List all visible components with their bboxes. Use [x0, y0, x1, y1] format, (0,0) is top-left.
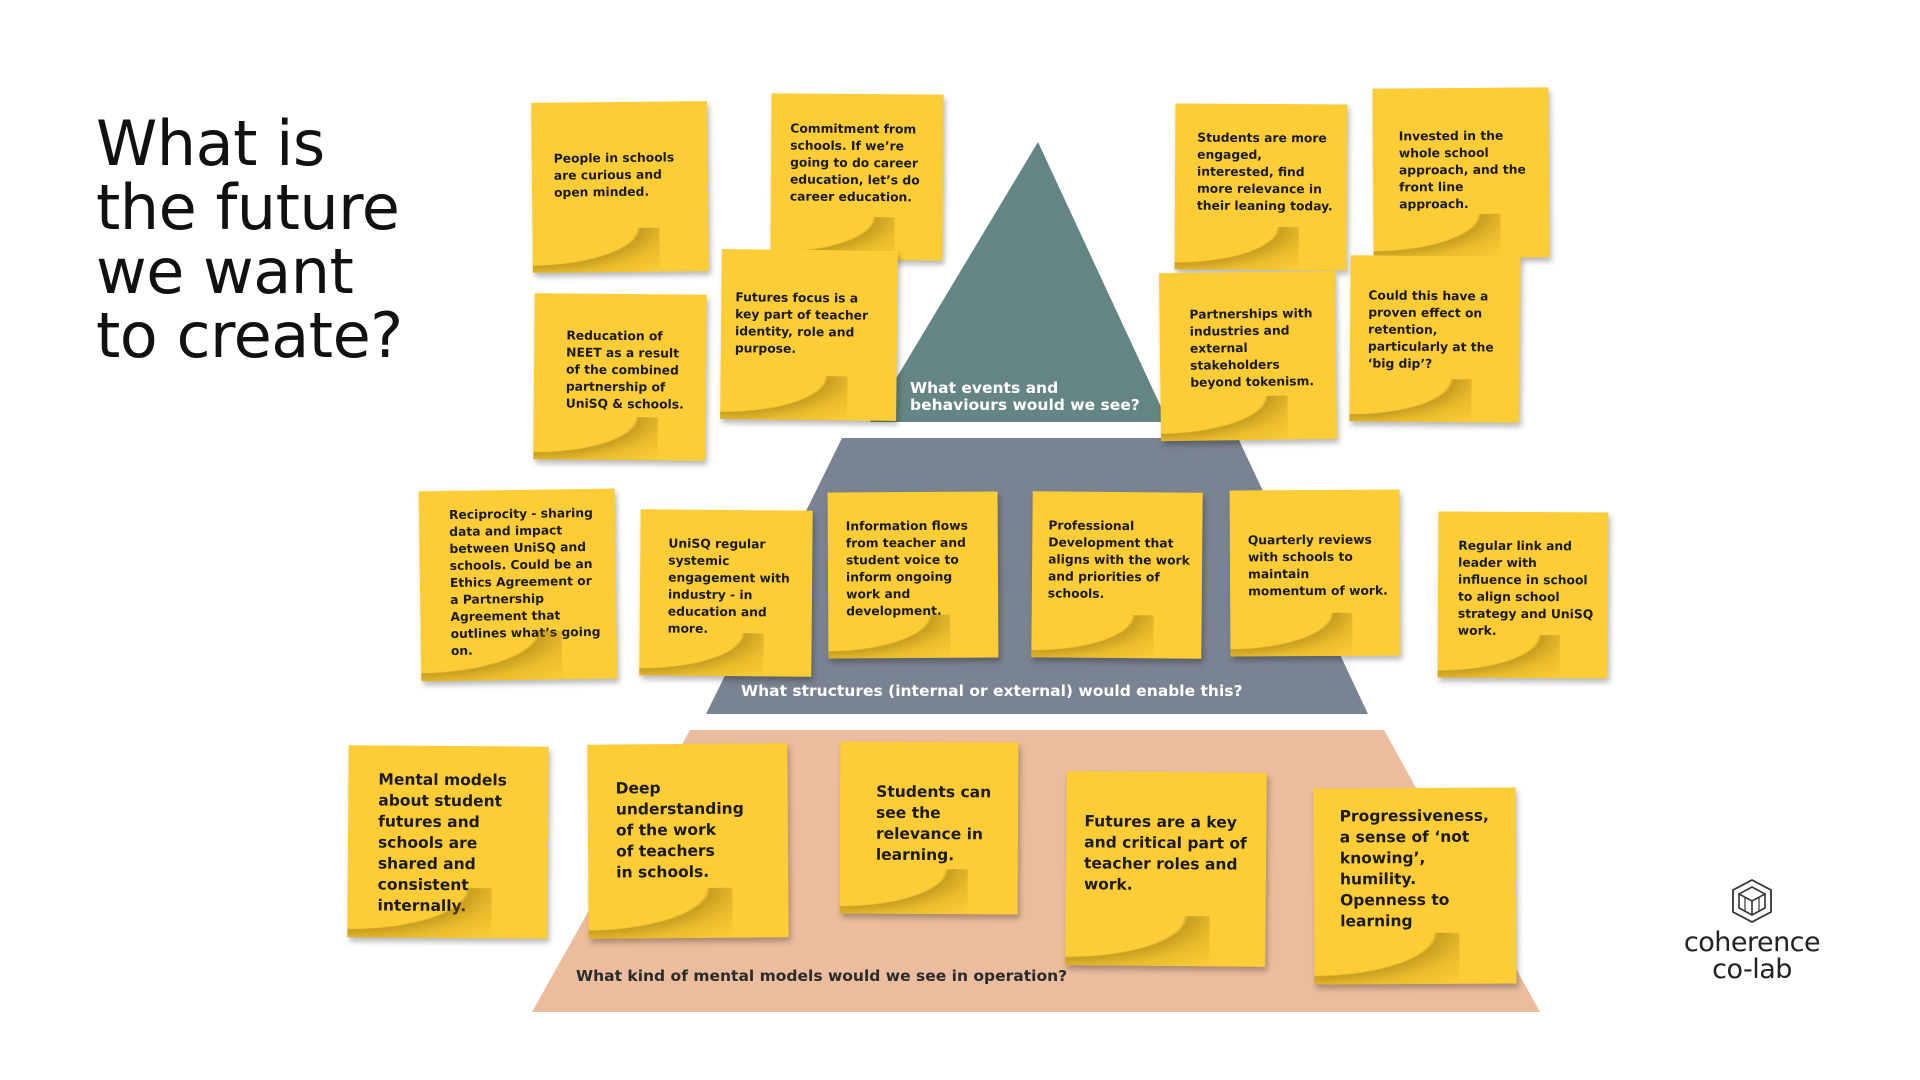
- sticky-note: UniSQ regular systemic engagement with i…: [639, 509, 813, 677]
- cube-icon: [1732, 878, 1772, 924]
- page-title: What is the future we want to create?: [96, 107, 403, 372]
- sticky-note: Progressiveness, a sense of ‘not knowing…: [1313, 787, 1517, 985]
- sticky-note: Futures focus is a key part of teacher i…: [720, 249, 898, 421]
- sticky-note: Information flows from teacher and stude…: [827, 491, 999, 659]
- sticky-note: Deep understanding of the work of teache…: [587, 743, 789, 939]
- sticky-note: Commitment from schools. If we’re going …: [770, 93, 944, 261]
- sticky-note: People in schools are curious and open m…: [531, 101, 709, 273]
- sticky-note: Reciprocity - sharing data and impact be…: [418, 488, 618, 682]
- layer-label-bottom: What kind of mental models would we see …: [576, 967, 1068, 985]
- sticky-note: Regular link and leader with influence i…: [1437, 511, 1609, 679]
- logo-text: coherence co-lab: [1683, 927, 1821, 985]
- coherence-colab-logo: coherence co-lab: [1672, 878, 1832, 983]
- layer-label-top: What events and behaviours would we see?: [910, 379, 1140, 414]
- sticky-note: Mental models about student futures and …: [347, 745, 549, 939]
- sticky-note: Partnerships with industries and externa…: [1158, 270, 1338, 442]
- layer-label-middle: What structures (internal or external) w…: [741, 682, 1243, 700]
- sticky-note: Invested in the whole school approach, a…: [1372, 87, 1550, 259]
- sticky-note: Futures are a key and critical part of t…: [1065, 771, 1267, 967]
- sticky-note: Reducation of NEET as a result of the co…: [533, 293, 707, 461]
- sticky-note: Could this have a proven effect on reten…: [1349, 255, 1521, 423]
- sticky-note: Professional Development that aligns wit…: [1031, 491, 1203, 659]
- pyramid-top-layer: [870, 142, 1168, 422]
- sticky-note: Students are more engaged, interested, f…: [1174, 103, 1348, 271]
- sticky-note: Quarterly reviews with schools to mainta…: [1229, 489, 1401, 657]
- sticky-note: Students can see the relevance in learni…: [839, 741, 1019, 915]
